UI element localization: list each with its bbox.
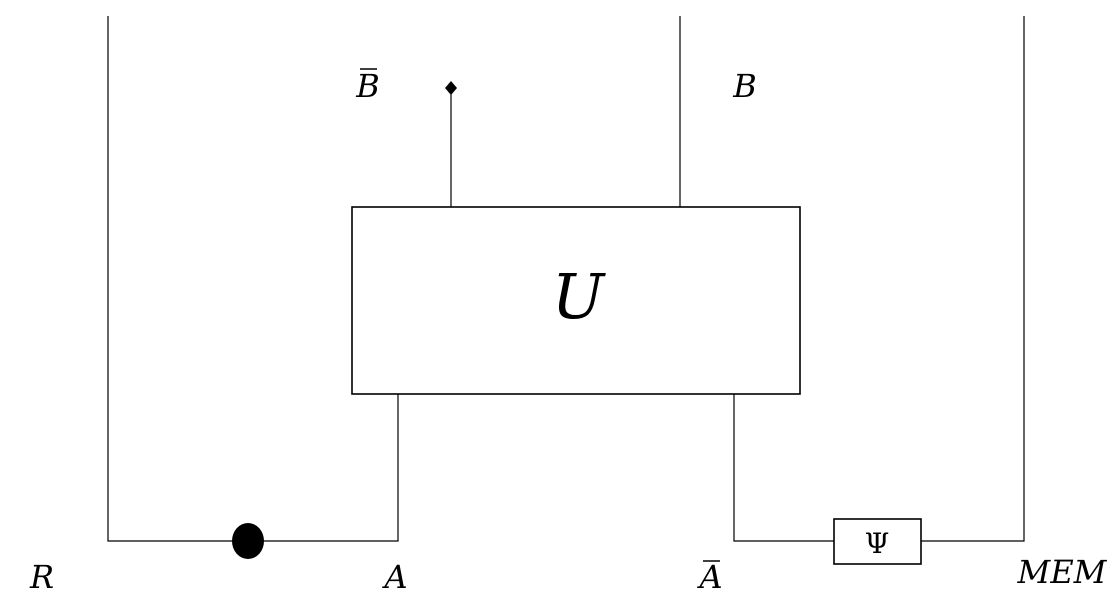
label-a: A <box>381 558 407 596</box>
gate-u-box <box>351 206 801 395</box>
gate-psi-label: Ψ <box>865 527 890 560</box>
wire-mem <box>921 16 1025 542</box>
gate-u-label: U <box>552 260 606 333</box>
label-b-bar: B <box>355 67 380 105</box>
label-b: B <box>732 67 757 105</box>
label-r: R <box>29 558 54 596</box>
terminal-diamond <box>445 81 457 95</box>
gate-psi-box <box>833 518 922 565</box>
wire-a-bar <box>733 394 834 542</box>
entanglement-dot <box>232 523 264 559</box>
label-a-bar: A <box>696 558 722 596</box>
label-mem: MEM <box>1017 553 1108 591</box>
